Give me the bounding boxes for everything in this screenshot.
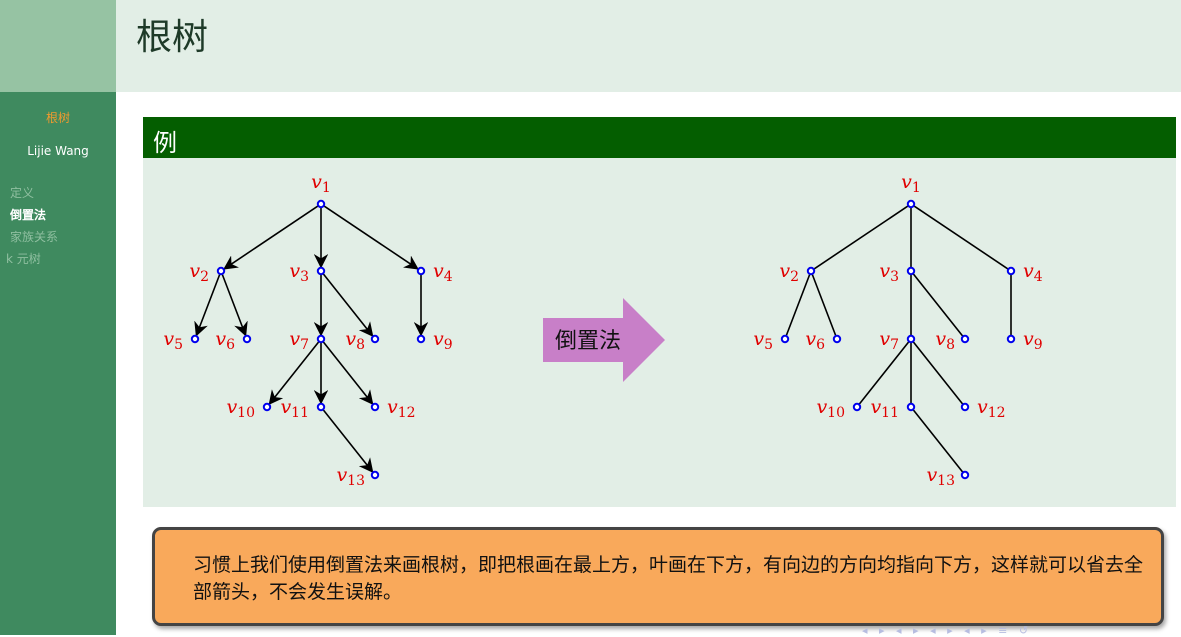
tree-node <box>216 266 226 276</box>
sidebar-title[interactable]: 根树 <box>45 111 70 125</box>
tree-node <box>1006 266 1016 276</box>
tree-node <box>416 334 426 344</box>
sidebar-item-definition[interactable]: 定义 <box>10 186 35 200</box>
example-heading: 例 <box>153 129 177 157</box>
inversion-arrow: 倒置法 <box>543 298 665 382</box>
tree-node-label: v7 <box>289 328 309 353</box>
tree-edge <box>912 273 964 337</box>
tree-edge <box>223 205 319 270</box>
tree-node-label: v1 <box>901 171 921 196</box>
tree-edge <box>323 205 419 270</box>
tree-node-label: v1 <box>311 171 331 196</box>
sidebar-item-family[interactable]: 家族关系 <box>10 230 59 244</box>
tree-edge <box>322 409 374 473</box>
tree-edge <box>322 273 374 337</box>
tree-edge <box>785 274 811 336</box>
tree-edge <box>322 341 374 405</box>
header: 根树 <box>116 0 1181 92</box>
tree-edge <box>221 274 248 337</box>
tree-node-label: v10 <box>816 396 845 421</box>
beamer-navigation-icons[interactable]: ◂ ▸ ◂ ▸ ◂ ▸ ◂ ▸ ≡ ↺ <box>862 624 1033 637</box>
tree-node <box>316 199 326 209</box>
sidebar-item-k-ary-tree[interactable]: k 元树 <box>6 252 41 266</box>
tree-node <box>960 402 970 412</box>
tree-edge <box>813 205 909 270</box>
tree-edge <box>912 409 964 473</box>
tree-node <box>370 470 380 480</box>
tree-node <box>852 402 862 412</box>
note-text: 习惯上我们使用倒置法来画根树，即把根画在最上方，叶画在下方，有向边的方向均指向下… <box>193 554 1144 603</box>
tree-node <box>316 402 326 412</box>
tree-node-label: v6 <box>805 328 825 353</box>
tree-node <box>1006 334 1016 344</box>
page-title: 根树 <box>136 17 209 58</box>
sidebar-header-area <box>0 0 116 92</box>
tree-node <box>960 334 970 344</box>
tree-node <box>832 334 842 344</box>
sidebar: 根树 Lijie Wang 定义 倒置法 家族关系 k 元树 <box>0 92 116 635</box>
tree-node <box>906 402 916 412</box>
tree-node <box>806 266 816 276</box>
tree-node <box>906 266 916 276</box>
tree-node-label: v12 <box>387 396 416 421</box>
tree-node-label: v8 <box>935 328 955 353</box>
tree-node-label: v12 <box>977 396 1006 421</box>
tree-node <box>416 266 426 276</box>
directed-tree: v1 v2 v3 v4 v5 v6 v7 v8 v9 v10 v11 v12 v13 <box>163 171 452 489</box>
tree-node-label: v2 <box>779 260 799 285</box>
tree-node-label: v11 <box>280 396 309 421</box>
tree-node <box>316 334 326 344</box>
undirected-tree: v1 v2 v3 v4 v5 v6 v7 v8 v9 v10 v11 v12 v13 <box>753 171 1042 489</box>
tree-node <box>370 334 380 344</box>
tree-node <box>906 199 916 209</box>
tree-node-label: v7 <box>879 328 899 353</box>
note-box: 习惯上我们使用倒置法来画根树，即把根画在最上方，叶画在下方，有向边的方向均指向下… <box>152 527 1164 626</box>
tree-node <box>190 334 200 344</box>
tree-node-label: v5 <box>753 328 773 353</box>
tree-edge <box>858 341 910 405</box>
tree-edge <box>811 274 837 336</box>
tree-node-label: v9 <box>433 328 453 353</box>
tree-node-label: v13 <box>926 464 955 489</box>
tree-node-label: v3 <box>289 260 309 285</box>
tree-node-label: v9 <box>1023 328 1043 353</box>
tree-node <box>242 334 252 344</box>
tree-edge <box>913 205 1009 270</box>
tree-node <box>906 334 916 344</box>
sidebar-item-inversion[interactable]: 倒置法 <box>10 208 47 222</box>
example-block-header: 例 <box>143 117 1176 158</box>
tree-node <box>316 266 326 276</box>
sidebar-nav: 定义 倒置法 家族关系 k 元树 <box>6 182 59 270</box>
tree-node-label: v3 <box>879 260 899 285</box>
inversion-arrow-shape <box>543 298 665 382</box>
tree-node <box>370 402 380 412</box>
tree-node <box>262 402 272 412</box>
tree-node <box>780 334 790 344</box>
tree-node-label: v8 <box>345 328 365 353</box>
tree-node-label: v4 <box>433 260 453 285</box>
tree-node-label: v11 <box>870 396 899 421</box>
tree-node-label: v10 <box>226 396 255 421</box>
tree-node-label: v2 <box>189 260 209 285</box>
tree-node-label: v5 <box>163 328 183 353</box>
tree-node <box>960 470 970 480</box>
tree-edge <box>194 274 221 337</box>
sidebar-author: Lijie Wang <box>27 144 89 158</box>
tree-node-label: v4 <box>1023 260 1043 285</box>
tree-edge <box>912 341 964 405</box>
tree-edge <box>268 341 320 405</box>
tree-node-label: v13 <box>336 464 365 489</box>
inversion-arrow-label: 倒置法 <box>555 329 621 354</box>
tree-node-label: v6 <box>215 328 235 353</box>
